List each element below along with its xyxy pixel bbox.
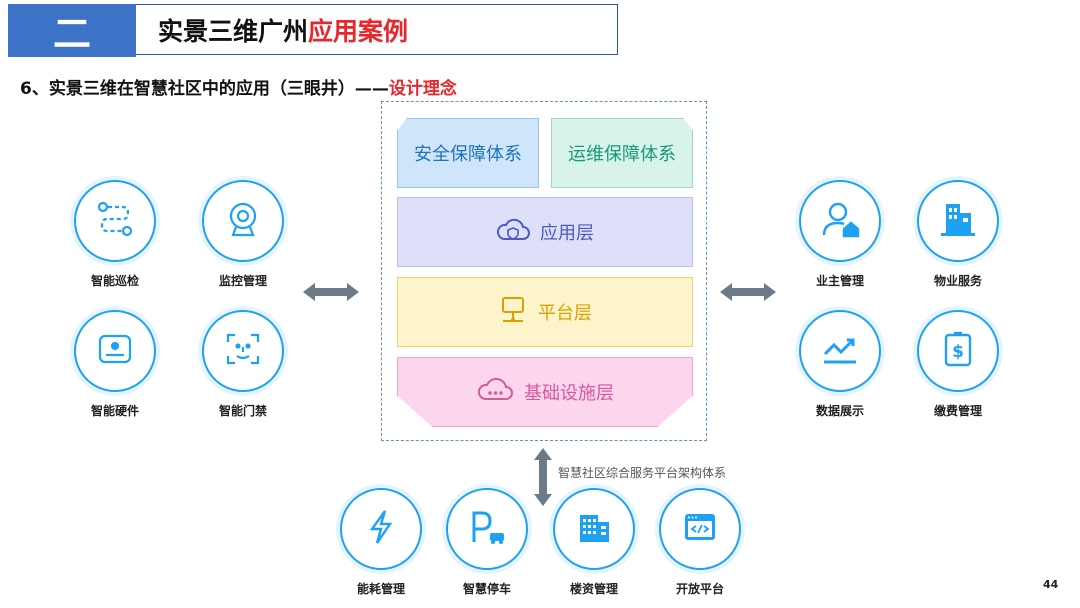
- feature-smart-patrol: 智能巡检: [65, 180, 165, 289]
- feature-label: 智能门禁: [218, 404, 267, 418]
- section-number-badge: 二: [8, 4, 136, 57]
- face-scan-icon: [223, 329, 263, 373]
- vertical-double-arrow-icon: [533, 448, 553, 510]
- camera-icon: [223, 199, 263, 243]
- smart-access-circle: [202, 310, 284, 392]
- page-number: 44: [1043, 578, 1059, 591]
- payment-management-circle: $: [917, 310, 999, 392]
- feature-label: 智慧停车: [462, 582, 511, 596]
- building-asset-circle: [553, 488, 635, 570]
- page-title-highlight: 应用案例: [308, 16, 409, 46]
- subtitle-highlight: 设计理念: [388, 79, 457, 99]
- owner-home-icon: [820, 199, 860, 243]
- feature-label: 数据展示: [815, 404, 864, 418]
- architecture-caption: 智慧社区综合服务平台架构体系: [558, 466, 727, 480]
- code-window-icon: [680, 507, 720, 551]
- apartment-icon: [574, 507, 614, 551]
- feature-payment-management: $ 缴费管理: [908, 310, 1008, 419]
- security-layer: 安全保障体系: [397, 118, 539, 188]
- feature-label: 楼资管理: [569, 582, 618, 596]
- cloud-shield-icon: [496, 217, 540, 248]
- security-layer-label: 安全保障体系: [414, 144, 522, 165]
- feature-label: 物业服务: [933, 274, 982, 288]
- right-double-arrow-icon: [720, 282, 776, 306]
- page-title: 实景三维广州应用案例: [136, 4, 618, 55]
- subtitle-main: 6、实景三维在智慧社区中的应用（三眼井）——: [20, 79, 389, 99]
- infrastructure-layer: 基础设施层: [397, 357, 693, 427]
- operations-layer: 运维保障体系: [551, 118, 693, 188]
- owner-management-circle: [799, 180, 881, 262]
- architecture-frame: [381, 101, 707, 441]
- feature-property-service: 物业服务: [908, 180, 1008, 289]
- cloud-icon: [476, 377, 524, 408]
- feature-building-asset: 楼资管理: [544, 488, 644, 597]
- energy-management-circle: [340, 488, 422, 570]
- open-platform-circle: [659, 488, 741, 570]
- patrol-route-icon: [95, 199, 135, 243]
- monitoring-circle: [202, 180, 284, 262]
- hardware-device-icon: [95, 329, 135, 373]
- feature-open-platform: 开放平台: [650, 488, 750, 597]
- feature-label: 业主管理: [815, 274, 864, 288]
- smart-hardware-circle: [74, 310, 156, 392]
- application-layer-label: 应用层: [540, 223, 594, 244]
- feature-smart-parking: 智慧停车: [437, 488, 537, 597]
- smart-patrol-circle: [74, 180, 156, 262]
- section-subtitle: 6、实景三维在智慧社区中的应用（三眼井）——设计理念: [20, 74, 457, 99]
- smart-parking-circle: [446, 488, 528, 570]
- feature-label: 能耗管理: [356, 582, 405, 596]
- trend-chart-icon: [820, 329, 860, 373]
- property-service-circle: [917, 180, 999, 262]
- feature-label: 智能巡检: [90, 274, 139, 288]
- lightning-icon: [361, 507, 401, 551]
- page-title-main: 实景三维广州: [158, 16, 309, 46]
- platform-layer: 平台层: [397, 277, 693, 347]
- feature-smart-access: 智能门禁: [193, 310, 293, 419]
- feature-label: 智能硬件: [90, 404, 139, 418]
- data-display-circle: [799, 310, 881, 392]
- application-layer: 应用层: [397, 197, 693, 267]
- feature-energy-management: 能耗管理: [331, 488, 431, 597]
- parking-icon: [467, 507, 507, 551]
- building-icon: [938, 199, 978, 243]
- feature-owner-management: 业主管理: [790, 180, 890, 289]
- payment-icon: $: [938, 329, 978, 373]
- platform-layer-label: 平台层: [538, 303, 592, 324]
- feature-monitoring: 监控管理: [193, 180, 293, 289]
- feature-label: 开放平台: [675, 582, 724, 596]
- feature-label: 监控管理: [218, 274, 267, 288]
- server-network-icon: [498, 295, 538, 330]
- operations-layer-label: 运维保障体系: [568, 144, 676, 165]
- feature-smart-hardware: 智能硬件: [65, 310, 165, 419]
- left-double-arrow-icon: [303, 282, 359, 306]
- feature-label: 缴费管理: [933, 404, 982, 418]
- infrastructure-layer-label: 基础设施层: [524, 383, 614, 404]
- svg-text:$: $: [952, 342, 964, 362]
- feature-data-display: 数据展示: [790, 310, 890, 419]
